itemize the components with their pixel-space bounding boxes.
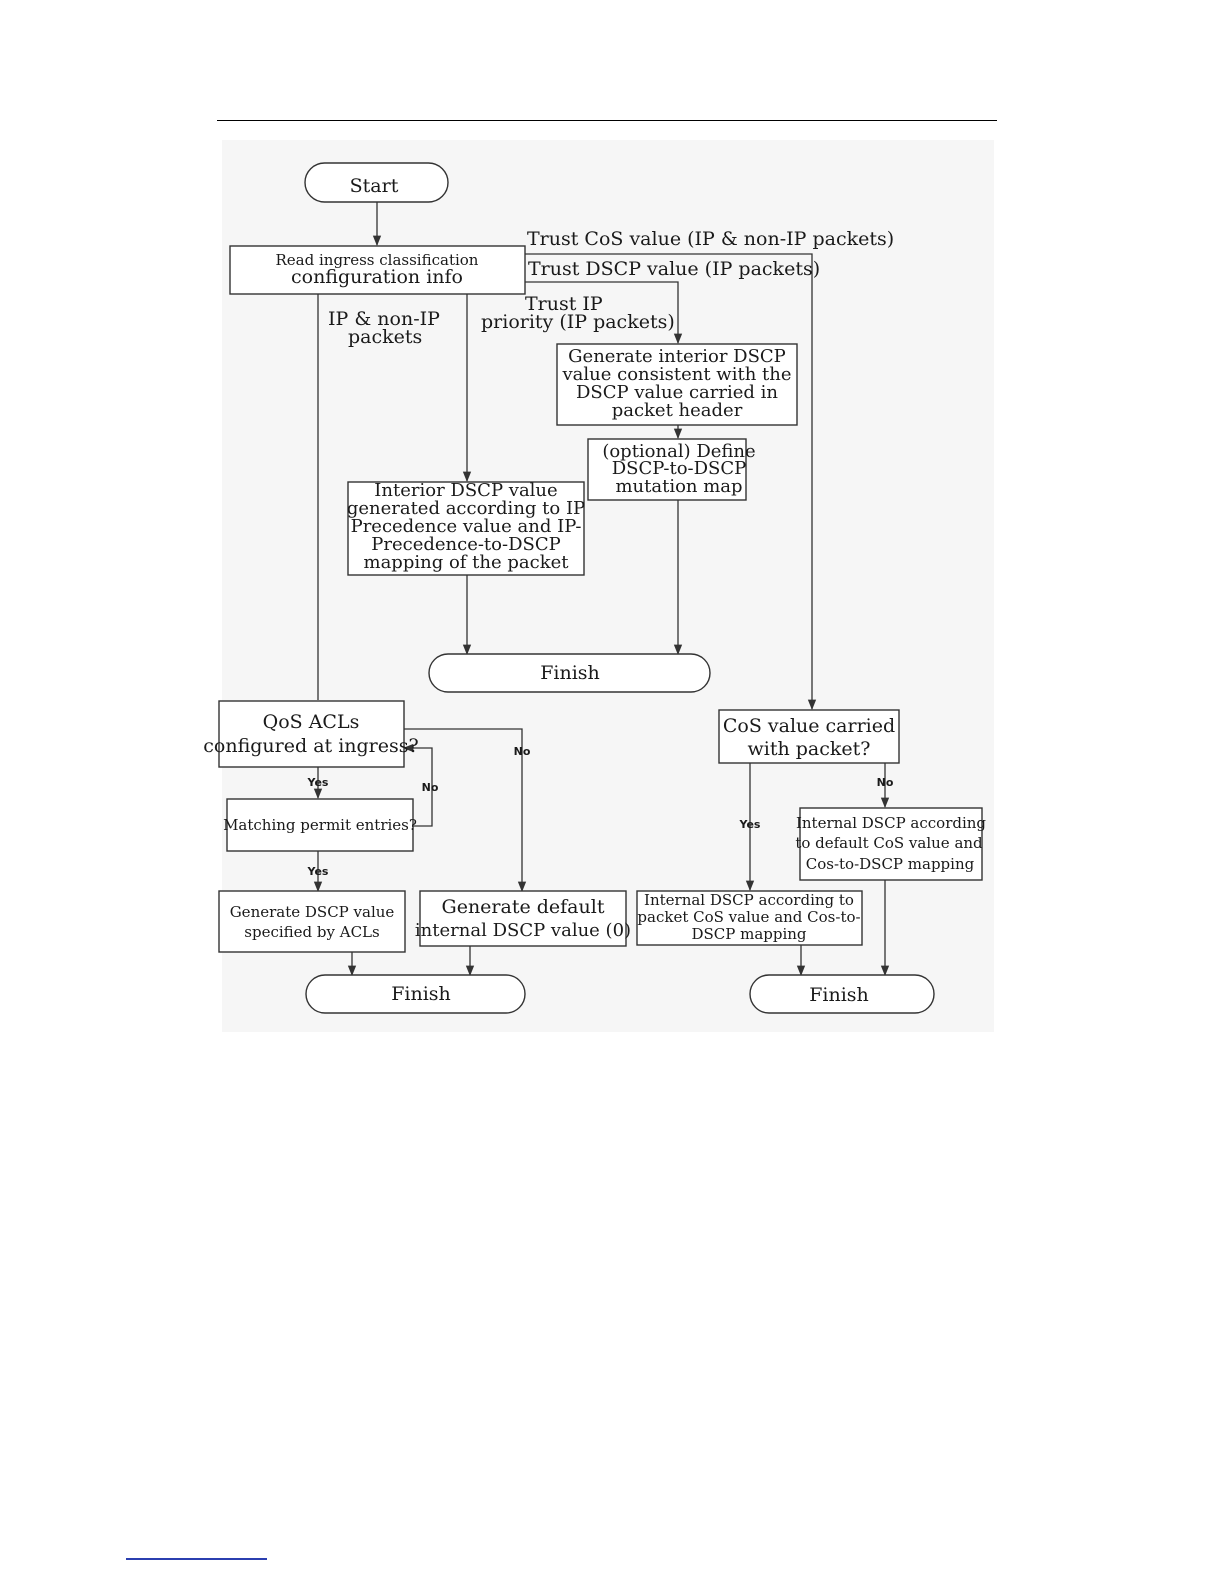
node-finish-2: Finish	[305, 974, 526, 1014]
edge-matching-no	[402, 743, 433, 827]
node-cos-carried-line2: with packet?	[748, 738, 871, 760]
node-matching-permit: Matching permit entries?	[223, 798, 417, 852]
node-interior-ip-prec: Interior DSCP value generated according …	[347, 480, 585, 576]
edge-trust-dscp	[525, 281, 683, 345]
node-qos-acls-line1: QoS ACLs	[263, 711, 360, 733]
node-internal-packet-cos-line3: DSCP mapping	[691, 925, 806, 943]
label-ip-nonip-line1: IP & non-IP	[328, 308, 440, 330]
node-gen-interior-dscp-line3: DSCP value carried in	[576, 382, 778, 403]
node-gen-dscp-acls-line1: Generate DSCP value	[230, 903, 395, 921]
node-internal-packet-cos-line1: Internal DSCP according to	[644, 891, 854, 909]
label-trust-cos: Trust CoS value (IP & non-IP packets)	[527, 228, 894, 250]
node-cos-carried: CoS value carried with packet?	[718, 709, 900, 764]
node-internal-default-cos-line1: Internal DSCP according	[796, 814, 986, 832]
node-internal-default-cos-line2: to default CoS value and	[795, 834, 983, 852]
label-no-matching: No	[422, 781, 439, 794]
node-read-config-line2: configuration info	[291, 266, 463, 288]
node-gen-dscp-acls: Generate DSCP value specified by ACLs	[218, 890, 406, 953]
header-rule	[217, 120, 997, 121]
footer-rule	[126, 1558, 267, 1560]
node-interior-ip-prec-line5: mapping of the packet	[364, 552, 570, 573]
label-yes-qos: Yes	[307, 776, 329, 789]
label-no-cos: No	[877, 776, 894, 789]
label-trust-ip-line1: Trust IP	[525, 293, 603, 315]
node-interior-ip-prec-line4: Precedence-to-DSCP	[371, 534, 560, 555]
node-internal-packet-cos-line2: packet CoS value and Cos-to-	[637, 908, 860, 926]
node-gen-default-line2: internal DSCP value (0)	[415, 920, 631, 941]
node-optional-mutation-line1: (optional) Define	[602, 441, 755, 462]
node-gen-default-line1: Generate default	[442, 896, 605, 918]
node-finish-3: Finish	[749, 974, 935, 1014]
edge-trust-cos	[525, 253, 817, 711]
node-start: Start	[304, 162, 449, 203]
node-internal-default-cos: Internal DSCP according to default CoS v…	[795, 807, 986, 881]
node-finish-2-text: Finish	[391, 983, 451, 1005]
node-gen-interior-dscp-line2: value consistent with the	[562, 364, 792, 385]
node-read-config: Read ingress classification configuratio…	[229, 245, 526, 295]
edge-labels: Trust CoS value (IP & non-IP packets) Tr…	[307, 228, 895, 878]
node-gen-interior-dscp: Generate interior DSCP value consistent …	[556, 343, 798, 426]
node-matching-permit-text: Matching permit entries?	[223, 816, 417, 834]
node-optional-mutation-line3: mutation map	[615, 476, 742, 497]
label-trust-dscp: Trust DSCP value (IP packets)	[528, 258, 820, 280]
label-yes-matching: Yes	[307, 865, 329, 878]
node-interior-ip-prec-line3: Precedence value and IP-	[351, 516, 582, 537]
label-no-qos: No	[514, 745, 531, 758]
node-start-text: Start	[350, 175, 399, 197]
label-trust-ip-line2: priority (IP packets)	[481, 311, 675, 333]
node-internal-packet-cos: Internal DSCP according to packet CoS va…	[636, 890, 863, 946]
node-finish-1: Finish	[428, 653, 711, 693]
node-qos-acls: QoS ACLs configured at ingress?	[203, 700, 419, 768]
node-read-config-line1: Read ingress classification	[276, 251, 479, 269]
edge-qos-no	[404, 728, 527, 893]
node-finish-3-text: Finish	[809, 984, 869, 1006]
node-optional-mutation: (optional) Define DSCP-to-DSCP mutation …	[587, 438, 756, 501]
node-finish-1-text: Finish	[540, 662, 600, 684]
node-internal-default-cos-line3: Cos-to-DSCP mapping	[806, 855, 975, 873]
node-gen-interior-dscp-line1: Generate interior DSCP	[568, 346, 786, 367]
node-optional-mutation-line2: DSCP-to-DSCP	[612, 458, 747, 479]
node-gen-interior-dscp-line4: packet header	[612, 400, 743, 421]
label-yes-cos: Yes	[739, 818, 761, 831]
node-gen-dscp-acls-line2: specified by ACLs	[244, 923, 379, 941]
label-ip-nonip-line2: packets	[348, 326, 422, 348]
node-interior-ip-prec-line2: generated according to IP	[347, 498, 585, 519]
node-qos-acls-line2: configured at ingress?	[203, 735, 418, 757]
node-gen-default: Generate default internal DSCP value (0)	[415, 890, 631, 947]
node-cos-carried-line1: CoS value carried	[723, 715, 895, 737]
node-interior-ip-prec-line1: Interior DSCP value	[374, 480, 557, 501]
edges	[313, 202, 890, 977]
